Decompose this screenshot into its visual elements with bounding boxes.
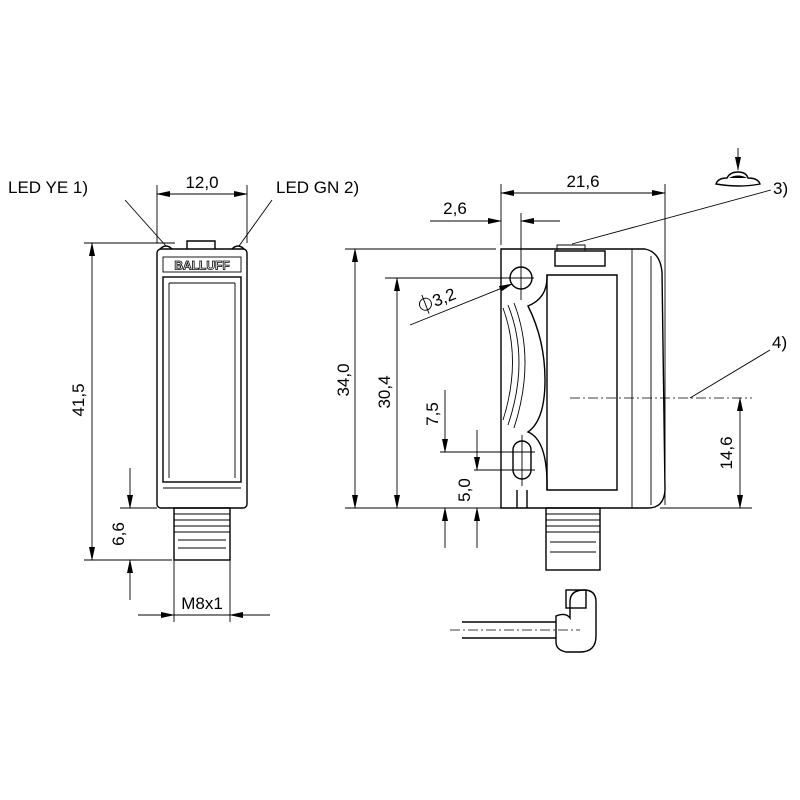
dim-optical-axis: 14,6 <box>717 436 736 469</box>
dim-width-front: 12,0 <box>185 173 218 192</box>
sensor-body-front <box>156 248 248 509</box>
callout-led-gn: LED GN 2) <box>276 178 359 197</box>
dim-connector-length: 6,6 <box>109 522 128 546</box>
dim-height-front: 41,5 <box>69 383 88 416</box>
dim-hole-height: 30,4 <box>375 375 394 408</box>
top-button <box>186 240 216 249</box>
dim-slot-height: 5,0 <box>455 478 474 502</box>
dim-slot-spacing: 7,5 <box>423 402 442 426</box>
callout-led-ye: LED YE 1) <box>8 178 88 197</box>
front-view: BALLUFF 12,0 41,5 6,6 M8x1 LED YE 1) LED… <box>8 173 359 622</box>
svg-text:BALLUFF: BALLUFF <box>174 259 229 273</box>
angled-cable-connector <box>450 589 597 653</box>
dim-thread: M8x1 <box>181 594 223 613</box>
window-frame <box>162 276 242 483</box>
led-window <box>554 250 606 267</box>
side-view: 21,6 2,6 34,0 30,4 3,2 7,5 5,0 14,6 <box>334 148 788 653</box>
dim-hole-offset: 2,6 <box>443 199 467 218</box>
dim-hole-diameter: 3,2 <box>419 285 459 314</box>
connector-side <box>545 507 601 571</box>
connector-front <box>173 507 231 561</box>
callout-3: 3) <box>773 179 788 198</box>
led-detail-icon <box>715 148 761 187</box>
brand-logo: BALLUFF <box>162 256 242 273</box>
dim-height-side: 34,0 <box>334 363 353 396</box>
callout-4: 4) <box>772 333 787 352</box>
dim-width-side: 21,6 <box>566 172 599 191</box>
window-side <box>546 274 618 491</box>
